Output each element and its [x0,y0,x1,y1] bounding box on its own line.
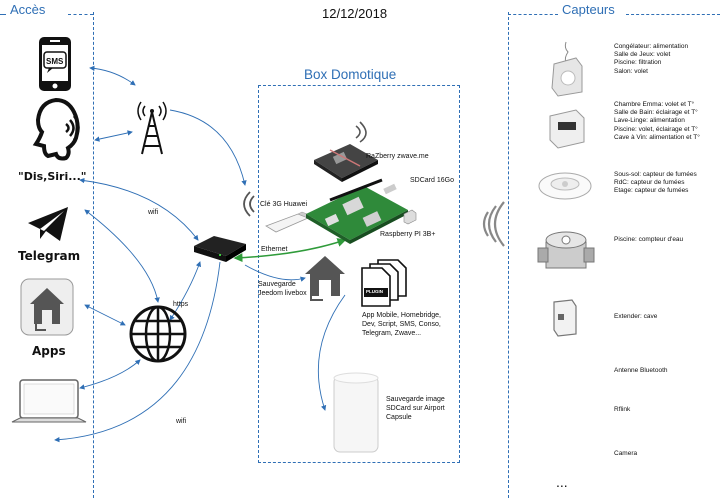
capteurs-top-line-right [626,14,720,15]
phone-sms-icon [39,37,71,91]
sensor-text-2: Chambre Emma: volet et T° Salle de Bain:… [614,101,700,141]
date-label: 12/12/2018 [322,6,388,21]
qubino-module-icon [549,109,585,149]
arrow-telegram-globe2 [84,209,160,303]
acces-top-line-right [68,14,93,15]
laptop-icon [11,379,87,423]
siri-head-icon [32,97,80,161]
sms-icon-text: SMS [46,57,64,66]
box-apps-list: App Mobile, Homebridge, Dev, Script, SMS… [362,312,441,337]
wifi-waves-left [243,191,255,217]
wifi-top-label: wifi [148,209,159,216]
razberry-board-icon [314,144,378,182]
sensor-text-7: Rflink [614,406,631,413]
arrow-globe-box [169,261,202,321]
wifi-bottom-label: wifi [176,418,187,425]
acces-top-line [0,14,6,15]
home-icon [305,256,345,301]
plugin-documents-icon [361,259,407,307]
cle3g-label: Clé 3G Huawei [260,201,308,208]
arrow-siri-antenna [94,130,133,142]
more-sensors-ellipsis: ... [556,474,568,490]
sdcard-icon [403,209,417,225]
arrow-telegram-globe [79,177,199,241]
water-meter-icon [537,231,595,269]
siri-label: "Dis,Siri..." [18,170,87,183]
arrow-apps-globe [84,304,126,326]
sensor-text-8: Camera [614,450,638,457]
arrow-laptop-globe [79,359,141,390]
https-label: https [173,301,189,308]
livebox-router-icon [194,236,246,262]
sensor-text-6: Antenne Bluetooth [614,367,668,374]
fibaro-relay-icon [551,41,583,97]
box-domotique-frame [258,85,460,463]
wifi-waves-right [482,201,505,247]
ethernet-label: Ethernet [261,246,288,253]
raspberry-pi-board-icon [306,178,408,244]
sensor-text-4: Piscine: compteur d'eau [614,236,684,243]
sensor-text-1: Congélateur: alimentation Salle de Jeux:… [614,43,689,75]
wifi-waves-razberry [355,121,367,143]
capteurs-top-line-left [508,14,558,15]
arrow-ethernet [233,238,347,263]
raspberry-label: Raspberry PI 3B+ [380,231,436,238]
razberry-label: RaZberry zwave.me [366,153,429,160]
capteurs-separator [508,12,509,498]
sensor-text-3: Sous-sol: capteur de fumées RdC: capteur… [614,171,697,195]
sdcard-label: SDCard 16Go [410,177,454,184]
arrow-box-sauvegarde [244,264,306,282]
sensor-text-5: Extender: cave [614,313,658,320]
apps-label: Apps [32,344,66,358]
plugin-icon-text: PLUGIN [366,289,384,294]
section-acces-title: Accès [10,2,46,17]
telegram-label: Telegram [18,249,81,263]
globe-icon [129,305,187,363]
smoke-detector-icon [538,172,592,200]
telegram-icon [28,207,68,241]
apps-home-icon [20,278,74,336]
arrow-plugin-capsule [317,294,346,411]
airport-capsule-icon [333,372,379,453]
capsule-label: Sauvegarde image SDCard sur Airport Caps… [386,396,445,421]
sauvegarde-livebox-label: Sauvegarde Jeedom livebox [258,281,307,297]
arrow-antenna-box [169,109,247,186]
zwave-extender-icon [553,299,577,337]
antenna-icon [137,101,167,155]
section-capteurs-title: Capteurs [562,2,615,17]
arrow-sms-antenna [89,65,136,86]
section-box-title: Box Domotique [304,67,397,82]
arrow-box-laptop [54,261,221,443]
